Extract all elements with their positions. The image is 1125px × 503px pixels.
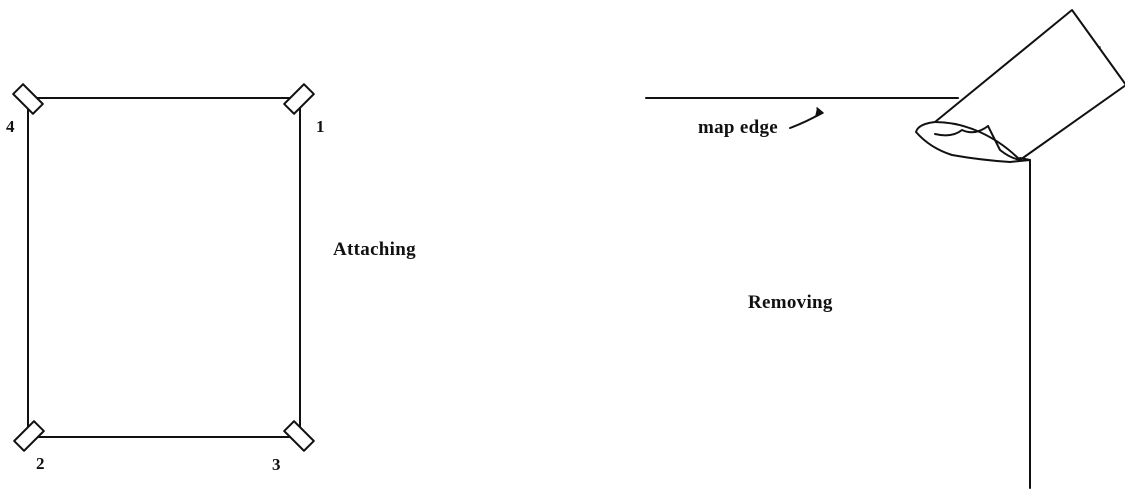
corner-number-2: 2 (36, 454, 45, 473)
corner-number-3: 3 (272, 455, 281, 474)
tape-top-left (12, 83, 44, 115)
corner-number-1: 1 (316, 117, 325, 136)
attaching-caption: Attaching (333, 239, 416, 260)
tape-top-right (283, 83, 315, 115)
tape-bottom-left (13, 420, 45, 452)
corner-number-4: 4 (6, 117, 15, 136)
tape-bottom-right (283, 420, 315, 452)
map-edge-label: map edge (698, 117, 778, 138)
peeling-tape (915, 9, 1125, 163)
removing-caption: Removing (748, 292, 833, 313)
edge-pointer-arrow (789, 107, 824, 129)
map-sheet-attaching (27, 97, 301, 438)
